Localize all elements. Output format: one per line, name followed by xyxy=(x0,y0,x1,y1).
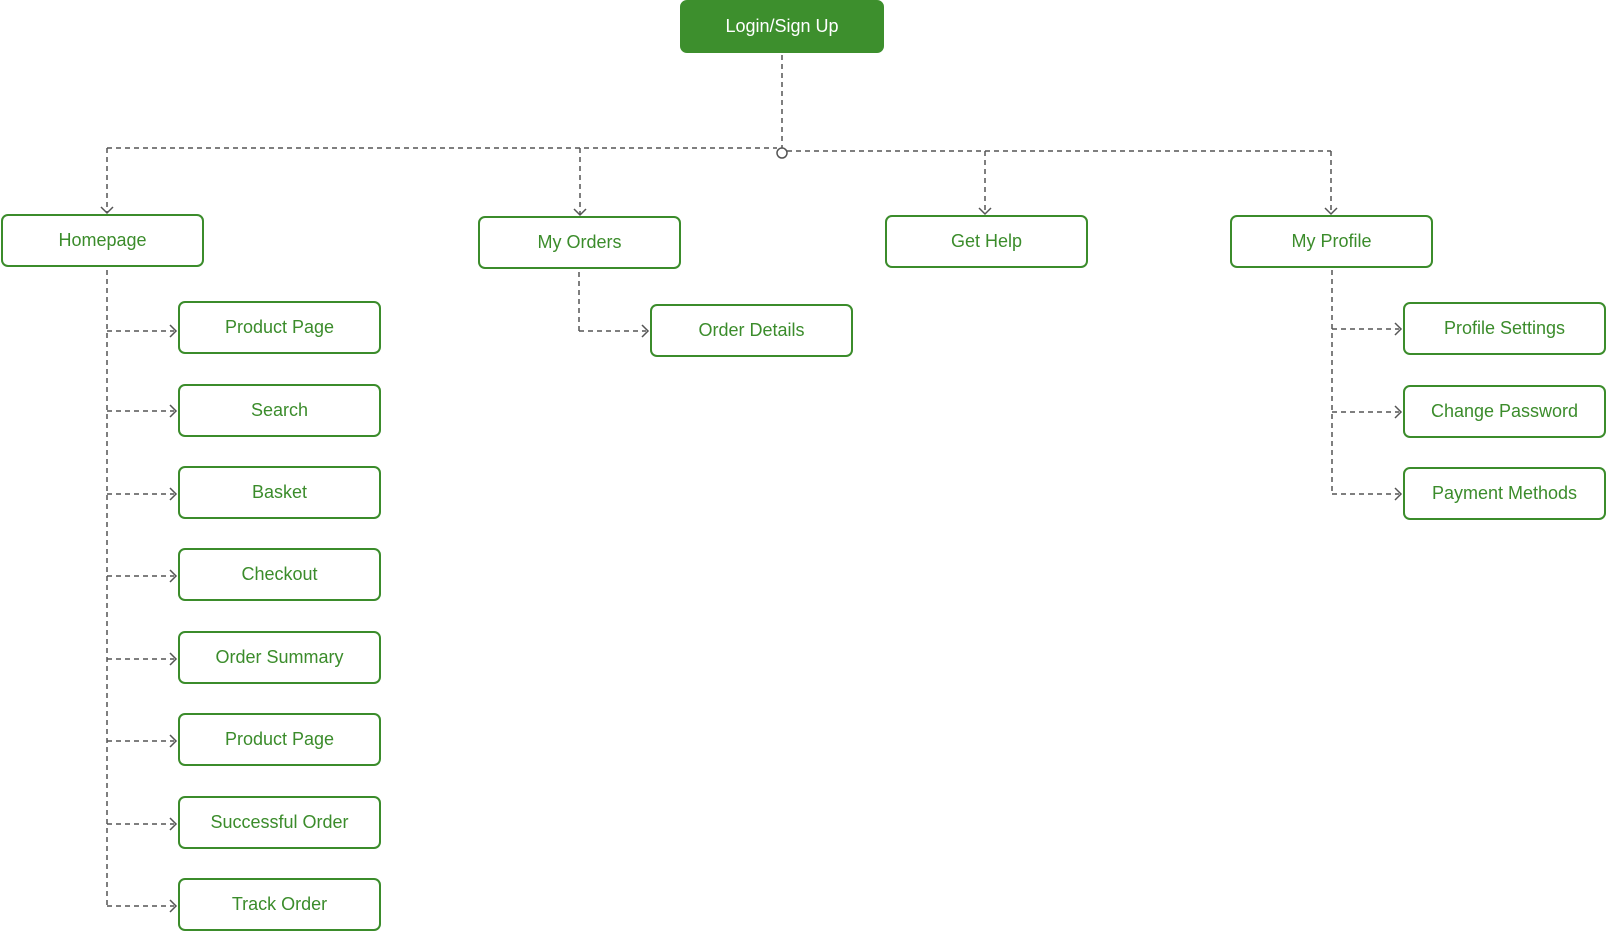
node-track-order[interactable]: Track Order xyxy=(178,878,381,931)
node-successful-order[interactable]: Successful Order xyxy=(178,796,381,849)
arrow-to-my-orders xyxy=(573,208,587,217)
arrow-my-profile-child-1 xyxy=(1394,405,1403,419)
arrow-my-orders-child-0 xyxy=(641,324,650,338)
arrow-homepage-child-6 xyxy=(169,817,178,831)
node-product-page[interactable]: Product Page xyxy=(178,301,381,354)
arrow-homepage-child-3 xyxy=(169,569,178,583)
node-login-sign-up[interactable]: Login/Sign Up xyxy=(680,0,884,53)
node-my-orders[interactable]: My Orders xyxy=(478,216,681,269)
node-search[interactable]: Search xyxy=(178,384,381,437)
arrow-homepage-child-2 xyxy=(169,487,178,501)
node-payment-methods[interactable]: Payment Methods xyxy=(1403,467,1606,520)
node-basket[interactable]: Basket xyxy=(178,466,381,519)
node-homepage[interactable]: Homepage xyxy=(1,214,204,267)
node-product-page-2[interactable]: Product Page xyxy=(178,713,381,766)
arrow-homepage-child-1 xyxy=(169,404,178,418)
node-my-profile[interactable]: My Profile xyxy=(1230,215,1433,268)
node-profile-settings[interactable]: Profile Settings xyxy=(1403,302,1606,355)
node-order-summary[interactable]: Order Summary xyxy=(178,631,381,684)
arrow-homepage-child-4 xyxy=(169,652,178,666)
node-order-details[interactable]: Order Details xyxy=(650,304,853,357)
arrow-to-get-help xyxy=(978,207,992,216)
arrow-to-homepage xyxy=(100,206,114,215)
node-checkout[interactable]: Checkout xyxy=(178,548,381,601)
arrow-my-profile-child-0 xyxy=(1394,322,1403,336)
connector-junction xyxy=(776,147,788,159)
arrow-homepage-child-0 xyxy=(169,324,178,338)
node-change-password[interactable]: Change Password xyxy=(1403,385,1606,438)
arrow-to-my-profile xyxy=(1324,207,1338,216)
node-get-help[interactable]: Get Help xyxy=(885,215,1088,268)
arrow-my-profile-child-2 xyxy=(1394,487,1403,501)
arrow-homepage-child-5 xyxy=(169,734,178,748)
arrow-homepage-child-7 xyxy=(169,899,178,913)
